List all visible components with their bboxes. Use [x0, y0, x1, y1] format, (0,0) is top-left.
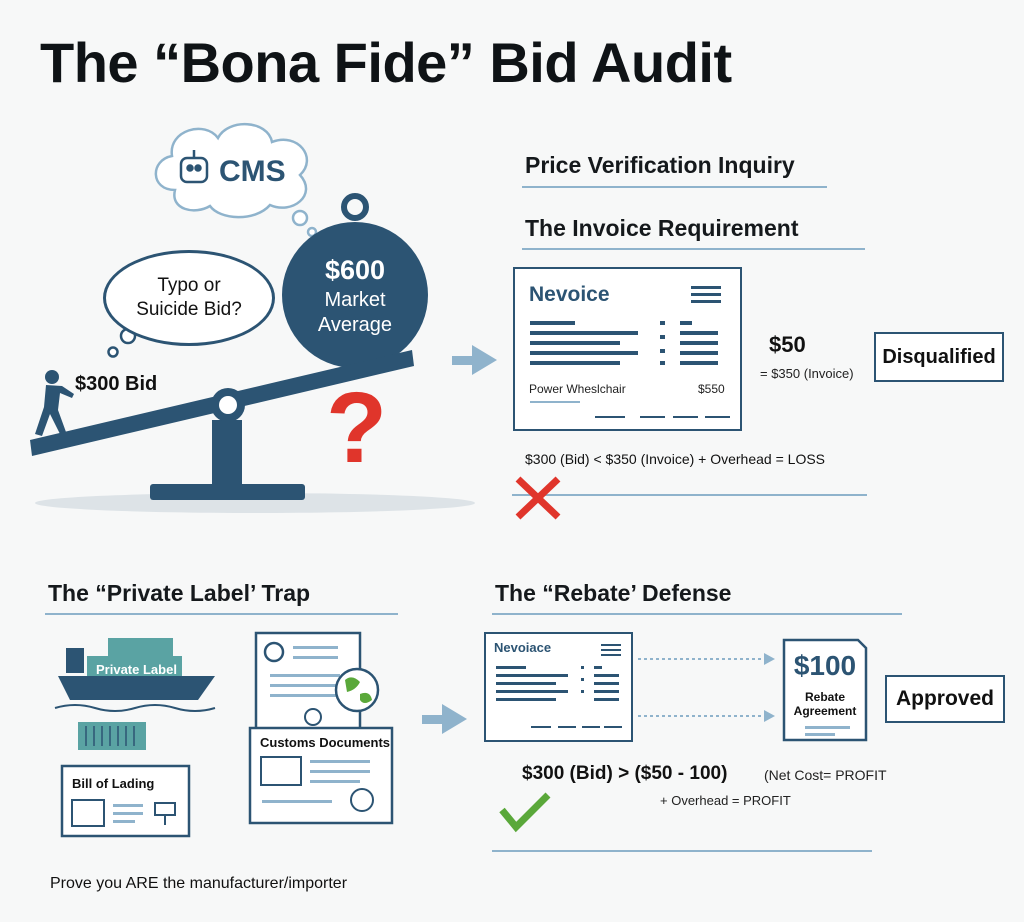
- profit-equation-line2: + Overhead = PROFIT: [660, 793, 791, 808]
- invoice-lines-icon: [496, 644, 622, 728]
- bill-of-lading-label: Bill of Lading: [72, 776, 155, 791]
- check-icon: [499, 792, 551, 833]
- globe-icon: [334, 667, 380, 713]
- divider: [45, 613, 398, 615]
- person-pushing-icon: [35, 370, 74, 436]
- question-mark-icon: ?: [326, 372, 388, 484]
- rebate-agreement-icon: [782, 638, 868, 742]
- weight-ball-icon: [282, 193, 428, 368]
- cms-cloud-icon: [154, 123, 318, 238]
- cost-value: $50: [769, 332, 806, 357]
- rebate-invoice-document: Nevoiace: [484, 632, 633, 742]
- weight-value: $600: [324, 255, 386, 285]
- invoice-item: Power Wheslchair: [529, 382, 626, 396]
- cargo-ship-icon: [54, 638, 216, 712]
- arrow-right-icon: [422, 704, 467, 734]
- scale-beam-icon: [30, 350, 414, 456]
- rebate-value: $100: [793, 650, 857, 681]
- cms-label: CMS: [219, 155, 286, 188]
- thought-text: Typo or Suicide Bid?: [136, 275, 242, 320]
- red-x-icon: [512, 476, 867, 520]
- rebate-invoice-title: Nevoiace: [494, 640, 552, 655]
- heading-private-label: The “Private Label’ Trap: [48, 580, 311, 606]
- arrowhead-icon: [764, 653, 775, 722]
- heading-rebate-defense: The “Rebate’ Defense: [495, 580, 732, 606]
- private-label-footer: Prove you ARE the manufacturer/importer: [50, 875, 348, 892]
- customs-document-icon: [248, 726, 394, 825]
- arrow-right-icon: [452, 345, 497, 375]
- floor-shadow: [35, 493, 475, 513]
- invoice-price: $550: [698, 382, 725, 396]
- profit-equation: $300 (Bid) > ($50 - 100): [522, 763, 728, 784]
- thought-bubble: Typo or Suicide Bid?: [103, 250, 275, 346]
- dotted-arrow-icon: [638, 658, 765, 717]
- heading-invoice-requirement: The Invoice Requirement: [525, 215, 799, 241]
- invoice-title: Nevoice: [529, 283, 610, 306]
- cost-note: = $350 (Invoice): [760, 366, 854, 381]
- page-title: The “Bona Fide” Bid Audit: [40, 31, 732, 94]
- divider: [522, 248, 865, 250]
- invoice-document: Nevoice Power Wheslchair $550: [513, 267, 742, 431]
- loss-equation: $300 (Bid) < $350 (Invoice) + Overhead =…: [525, 451, 826, 467]
- rebate-label: Rebate Agreement: [793, 690, 857, 718]
- profit-equation-note: (Net Cost= PROFIT: [764, 767, 887, 783]
- invoice-lines-icon: [530, 286, 730, 418]
- shipping-container-icon: [78, 722, 146, 750]
- cms-logo-icon: [179, 150, 209, 184]
- divider: [522, 186, 827, 188]
- weight-label: Market Average: [317, 289, 393, 336]
- heading-price-verification: Price Verification Inquiry: [525, 152, 795, 178]
- scale-base-icon: [150, 420, 305, 500]
- customs-label: Customs Documents: [260, 735, 391, 750]
- ship-label: Private Label: [96, 662, 177, 677]
- bill-of-lading-icon: [60, 764, 191, 838]
- disqualified-badge: Disqualified: [874, 332, 1004, 382]
- bid-label: $300 Bid: [75, 373, 158, 395]
- document-icon: [254, 631, 362, 735]
- divider: [492, 613, 902, 615]
- approved-badge: Approved: [885, 675, 1005, 723]
